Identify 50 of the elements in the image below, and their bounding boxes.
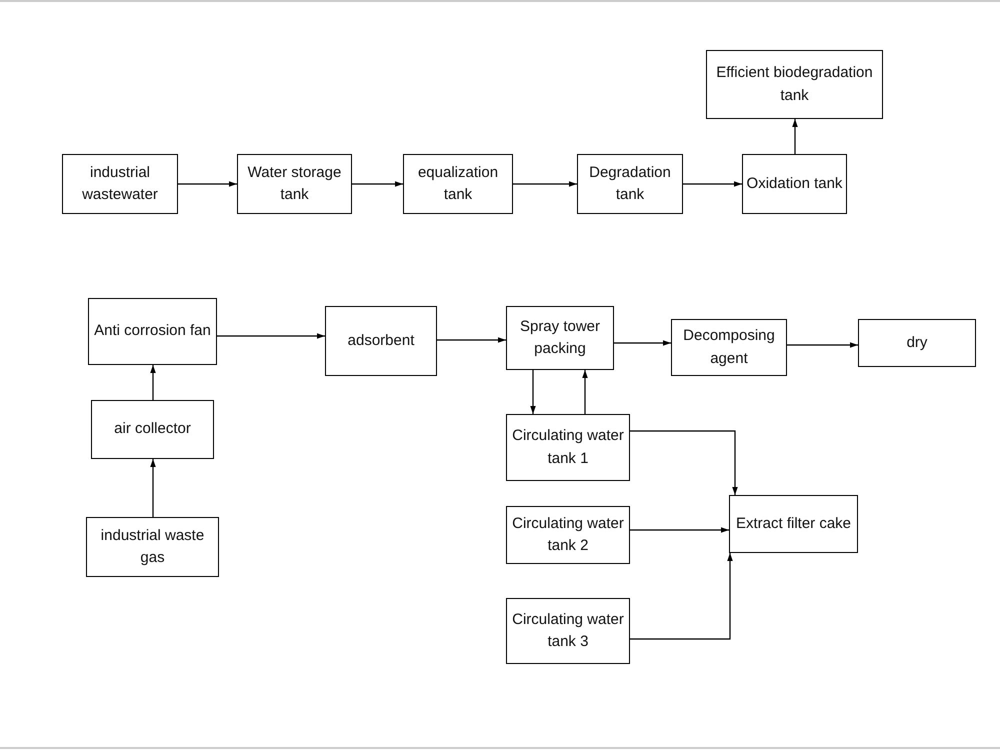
box-label: Circulating water tank 2 — [511, 514, 625, 556]
box-label: Extract filter cake — [736, 514, 852, 534]
box-label: Spray tower packing — [518, 316, 602, 359]
process-box — [742, 154, 847, 214]
arrow — [178, 181, 237, 187]
box-label: Circulating water tank 1 — [511, 426, 625, 468]
arrow — [630, 430, 738, 495]
arrow — [614, 340, 671, 346]
box-label: Degradation tank — [588, 162, 672, 205]
process-box — [506, 598, 630, 664]
process-box — [506, 506, 630, 564]
box-label: dry — [906, 332, 928, 353]
process-box — [88, 298, 217, 365]
box-label: Efficient biodegradation tank — [715, 63, 874, 106]
process-box — [91, 400, 214, 459]
arrow — [630, 527, 729, 533]
process-box — [62, 154, 178, 214]
arrow — [792, 119, 798, 154]
process-box — [506, 306, 614, 370]
arrow — [150, 365, 156, 400]
arrow — [530, 370, 536, 414]
process-box — [729, 495, 858, 553]
arrow — [683, 181, 742, 187]
box-label: Decomposing agent — [682, 326, 776, 368]
process-box — [671, 319, 787, 376]
process-box — [325, 306, 437, 376]
process-box — [858, 319, 976, 367]
process-box — [86, 517, 219, 577]
box-label: air collector — [114, 419, 191, 440]
arrow — [352, 181, 403, 187]
arrow — [630, 553, 733, 640]
process-box — [706, 50, 883, 119]
box-label: adsorbent — [348, 330, 414, 351]
box-label: industrial wastewater — [81, 162, 159, 205]
arrow — [437, 337, 506, 343]
arrow — [150, 459, 156, 517]
process-box — [506, 414, 630, 481]
box-label: Water storage tank — [246, 162, 342, 205]
process-box — [577, 154, 683, 214]
process-box — [403, 154, 513, 214]
box-label: Circulating water tank 3 — [511, 610, 625, 652]
arrow — [787, 342, 858, 348]
box-label: equalization tank — [416, 162, 500, 205]
box-label: industrial waste gas — [100, 526, 206, 568]
arrow — [513, 181, 577, 187]
arrow — [582, 370, 588, 414]
arrow — [217, 333, 325, 339]
box-label: Oxidation tank — [746, 174, 842, 194]
process-box — [237, 154, 352, 214]
box-label: Anti corrosion fan — [94, 321, 211, 342]
